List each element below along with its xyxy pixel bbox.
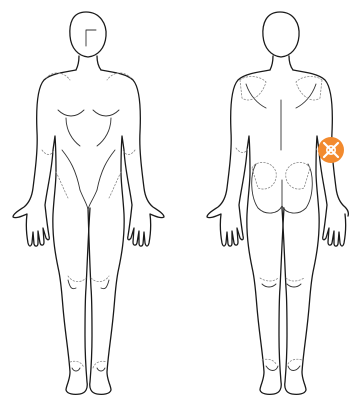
pain-marker[interactable] [318, 137, 344, 163]
back-body-figure[interactable] [207, 12, 348, 394]
front-body-figure[interactable] [13, 12, 164, 394]
